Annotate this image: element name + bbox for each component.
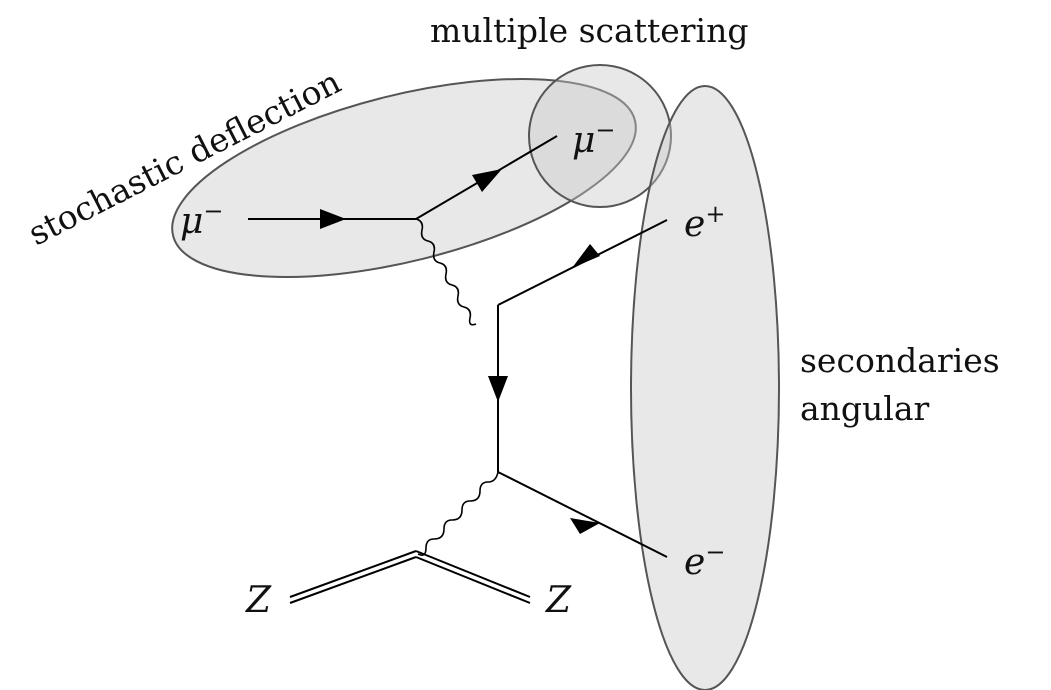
muon-in-arrow <box>320 209 346 229</box>
positron-arrow <box>572 244 600 268</box>
electron-arrow <box>570 518 600 534</box>
muon-out-arrow <box>472 169 502 192</box>
secondaries-region <box>630 85 780 690</box>
nucleus-lines <box>289 550 531 604</box>
positron-symbol: e+ <box>684 200 725 245</box>
secondaries-label: secondaries <box>800 341 1000 380</box>
muon-in-symbol: μ− <box>180 197 224 242</box>
nucleus-right-symbol: Z <box>545 580 572 621</box>
photon-upper <box>415 218 477 326</box>
electron-line <box>497 471 668 558</box>
stochastic-deflection-region <box>171 78 637 278</box>
photon-lower <box>417 471 499 556</box>
multiple-scattering-region <box>528 64 672 208</box>
angular-label: angular <box>800 389 930 428</box>
propagator-arrow <box>488 376 508 402</box>
nucleus-left-symbol: Z <box>245 580 272 621</box>
multiple-scattering-label: multiple scattering <box>430 11 748 50</box>
muon-out-symbol: μ− <box>572 116 616 161</box>
electron-symbol: e− <box>684 538 725 583</box>
